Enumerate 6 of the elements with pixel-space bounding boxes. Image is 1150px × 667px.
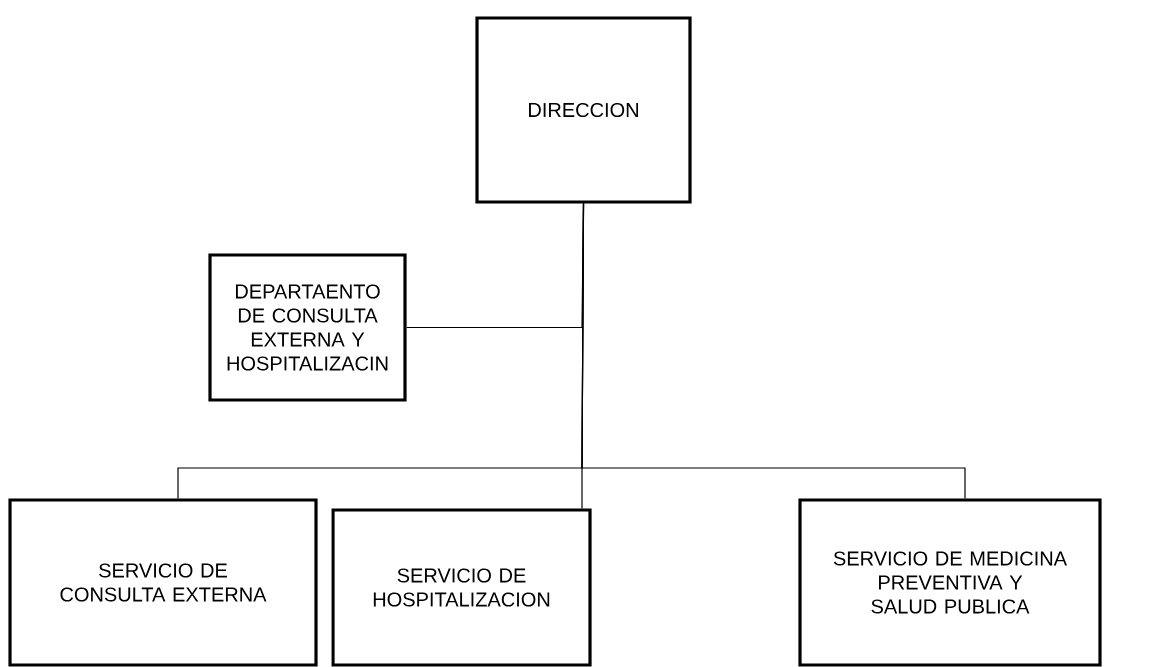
org-box: SERVICIO DE MEDICINA PREVENTIVA Y SALUD PUBLICA [798, 498, 1102, 667]
connector-line [581, 203, 966, 499]
org-box: SERVICIO DE CONSULTA EXTERNA [8, 498, 318, 667]
org-box: SERVICIO DE HOSPITALIZACION [331, 508, 592, 667]
org-box: DEPARTAENTO DE CONSULTA EXTERNA Y HOSPITALIZACIN [208, 253, 407, 402]
org-box: DIRECCION [475, 16, 692, 204]
